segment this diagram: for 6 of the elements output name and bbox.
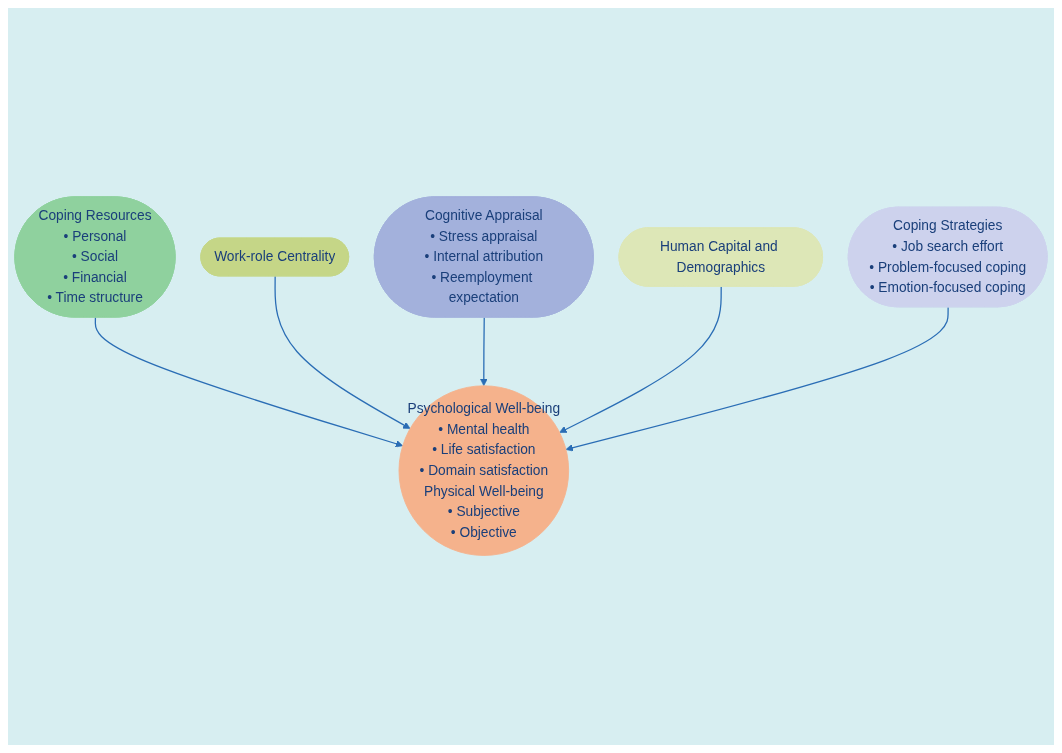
arrow [559,286,722,434]
node-circle: Psychological Well-being • Mental health • Life satisfaction • Domain satisfaction Physical Well-being • Subjective • Objective [398,385,570,557]
arrow [480,317,488,387]
arrow [94,317,404,448]
arrow [274,276,411,430]
arrow [565,306,949,452]
